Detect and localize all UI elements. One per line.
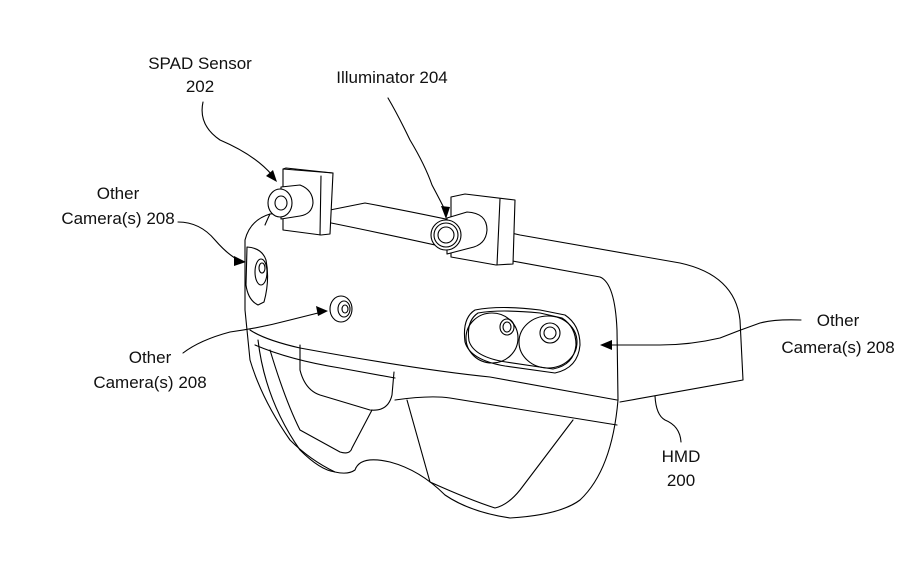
visor-band-second-edge	[254, 344, 396, 379]
center-camera-mid	[337, 300, 351, 318]
camera-small-lens-right-inner	[543, 326, 557, 340]
leader-lines	[177, 97, 802, 443]
lens-band-line	[394, 396, 618, 426]
arrowhead-other-camera-left	[234, 256, 246, 266]
front-visor-outline	[244, 212, 619, 519]
left-camera-lens	[254, 258, 268, 286]
rear-band	[329, 202, 744, 403]
camera-small-lens-left-inner	[502, 321, 512, 333]
label-illuminator: Illuminator 204	[336, 68, 448, 87]
left-lens	[299, 344, 395, 411]
illuminator	[430, 193, 516, 266]
label-hmd-line1: HMD	[662, 447, 701, 466]
leader-illuminator	[387, 97, 447, 213]
label-spad-sensor-line2: 202	[186, 77, 214, 96]
camera-housing-outer	[463, 306, 581, 374]
arrowhead-illuminator	[441, 206, 450, 219]
camera-lens-right	[518, 315, 578, 369]
camera-small-lens-right	[539, 322, 561, 344]
illuminator-lens-outer	[430, 219, 462, 251]
spad-lens-outer	[267, 188, 293, 218]
label-other-camera-right-line1: Other	[817, 311, 860, 330]
leader-other-camera-right	[609, 319, 802, 346]
leader-spad-sensor	[201, 101, 273, 176]
spad-block-side	[282, 167, 334, 236]
visor-band-lower-edge	[249, 329, 618, 401]
label-hmd-line2: 200	[667, 471, 695, 490]
center-camera-outer	[329, 295, 353, 323]
arrowhead-spad-sensor	[266, 170, 277, 182]
label-spad-sensor-line1: SPAD Sensor	[148, 54, 252, 73]
illuminator-block-side	[496, 198, 501, 266]
camera-small-lens-left	[499, 318, 515, 336]
left-lens-lower	[269, 349, 373, 454]
arrowhead-other-camera-center	[316, 306, 328, 316]
visor-top-face-edge	[264, 213, 271, 226]
leader-other-camera-center	[182, 311, 323, 354]
label-other-camera-left-line2: Camera(s) 208	[61, 209, 174, 228]
left-rim-inner	[257, 339, 336, 473]
leader-hmd	[654, 395, 682, 443]
label-other-camera-center-line1: Other	[129, 348, 172, 367]
spad-lens-inner	[274, 195, 288, 211]
camera-housing-inner	[467, 310, 577, 370]
left-camera-lens-inner	[258, 262, 266, 274]
left-side-camera	[245, 246, 269, 306]
illuminator-lens-mid	[433, 222, 459, 248]
center-camera	[329, 295, 353, 323]
hmd-device	[244, 167, 744, 519]
center-camera-inner	[341, 304, 349, 314]
leader-other-camera-left	[177, 221, 241, 262]
illuminator-lens-inner	[437, 226, 455, 244]
camera-lens-left	[465, 312, 519, 364]
left-camera-housing	[245, 246, 269, 306]
label-other-camera-center-line2: Camera(s) 208	[93, 373, 206, 392]
spad-sensor	[267, 167, 334, 236]
label-other-camera-right-line2: Camera(s) 208	[781, 338, 894, 357]
labels: SPAD Sensor 202 Illuminator 204 Other Ca…	[61, 54, 894, 490]
right-lens	[406, 399, 574, 509]
arrowhead-other-camera-right	[600, 340, 612, 350]
label-other-camera-left-line1: Other	[97, 184, 140, 203]
right-camera-cluster	[463, 306, 581, 374]
